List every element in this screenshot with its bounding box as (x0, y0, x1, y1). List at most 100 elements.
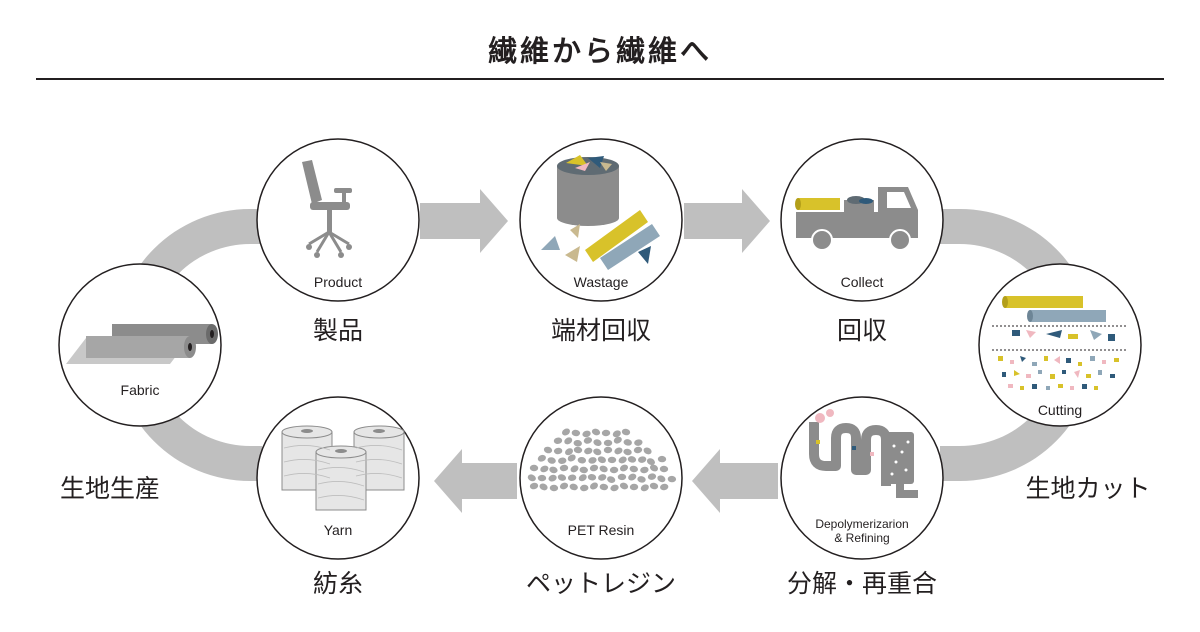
label-wastage-jp: 端材回収 (551, 316, 651, 345)
resin-pellet (562, 428, 570, 436)
resin-pellet (567, 474, 577, 481)
label-yarn-en: Yarn (324, 522, 353, 538)
resin-pellets-icon (527, 428, 677, 492)
resin-pellet (603, 446, 613, 454)
resin-pellet (667, 475, 677, 483)
resin-pellet (591, 428, 601, 436)
resin-pellet (559, 482, 569, 490)
resin-pellet (578, 474, 587, 482)
resin-pellet (571, 429, 581, 437)
resin-pellet (539, 483, 548, 491)
circle-product (256, 138, 420, 302)
waste-bin-with-fabric-icon (541, 155, 660, 270)
resin-pellet (583, 437, 593, 444)
resin-pellet (647, 473, 657, 480)
resin-pellet (613, 436, 622, 444)
resin-pellet (570, 465, 579, 473)
resin-pellet (657, 455, 667, 463)
resin-pellet (603, 439, 613, 447)
resin-pellet (598, 474, 607, 481)
resin-pellet (637, 476, 646, 483)
label-fabric-jp: 生地生産 (60, 474, 160, 503)
resin-pellet (543, 446, 553, 454)
resin-pellet (548, 474, 557, 482)
resin-pellet (607, 456, 617, 464)
truck-with-rolls-icon (795, 187, 918, 251)
resin-pellet (569, 483, 578, 491)
resin-pellet (617, 473, 627, 481)
resin-pellet (623, 448, 632, 456)
resin-pellet (577, 457, 587, 464)
resin-pellet (637, 456, 647, 463)
resin-pellet (582, 430, 591, 438)
label-product-en: Product (314, 274, 362, 290)
resin-pellet (567, 454, 576, 462)
resin-pellet (646, 458, 655, 466)
resin-pellet (587, 474, 597, 481)
arrow-resin-to-yarn (434, 449, 517, 513)
resin-pellet (599, 483, 609, 491)
resin-pellet (549, 484, 559, 492)
resin-pellet (584, 447, 593, 455)
resin-pellet (629, 465, 638, 473)
label-cutting-en: Cutting (1038, 402, 1082, 418)
resin-pellet (527, 474, 536, 482)
resin-pellet (573, 446, 583, 454)
resin-pellet (580, 484, 589, 492)
resin-pellet (593, 448, 602, 456)
resin-pellet (537, 474, 547, 482)
resin-pellet (649, 464, 659, 472)
resin-pellet (621, 428, 631, 436)
resin-pellet (640, 466, 649, 474)
resin-pellet (623, 439, 632, 446)
arrow-depoly-to-resin (692, 449, 778, 513)
resin-pellet (614, 447, 623, 455)
office-chair-icon (302, 160, 352, 258)
label-depoly-jp: 分解・再重合 (787, 569, 937, 598)
yarn-spools-icon (281, 425, 405, 511)
resin-pellet (601, 429, 611, 437)
resin-pellet (640, 484, 649, 492)
cut-fabric-pieces-icon (992, 296, 1128, 390)
page-title: 繊維から繊維へ (487, 34, 712, 68)
label-collect-jp: 回収 (837, 316, 887, 345)
resin-pellet (593, 439, 602, 446)
label-fabric-en: Fabric (121, 382, 160, 398)
resin-pellet (629, 483, 639, 491)
refinery-pipes-icon (809, 409, 918, 498)
resin-pellet (660, 483, 669, 491)
resin-pellet (589, 464, 599, 472)
label-product-jp: 製品 (313, 316, 363, 345)
resin-pellet (537, 454, 546, 462)
resin-pellet (619, 482, 629, 490)
label-cutting-jp: 生地カット (1025, 474, 1150, 503)
label-resin-jp: ペットレジン (526, 569, 676, 598)
label-resin-en: PET Resin (568, 522, 635, 538)
resin-pellet (612, 430, 621, 438)
resin-pellet (549, 466, 558, 474)
resin-pellet (618, 456, 627, 464)
arrow-product-to-wastage (420, 189, 508, 253)
resin-pellet (599, 465, 608, 473)
label-collect-en: Collect (841, 274, 884, 290)
resin-pellet (553, 447, 563, 455)
resin-pellet (607, 476, 616, 483)
resin-pellet (529, 482, 539, 490)
resin-pellet (553, 437, 563, 444)
resin-pellet (634, 439, 643, 446)
fabric-rolls-icon (66, 324, 218, 364)
resin-pellet (579, 466, 588, 474)
resin-pellet (643, 447, 652, 455)
resin-pellet (649, 482, 659, 490)
resin-pellet (659, 465, 669, 473)
label-depoly-en-line1: Depolymerizarion (815, 517, 908, 531)
resin-pellet (559, 464, 569, 472)
resin-pellet (547, 457, 556, 464)
resin-pellet (573, 440, 582, 447)
resin-pellet (628, 473, 637, 481)
resin-pellet (597, 456, 606, 464)
resin-pellet (565, 448, 573, 456)
resin-pellet (610, 484, 619, 492)
resin-pellet (657, 475, 666, 483)
